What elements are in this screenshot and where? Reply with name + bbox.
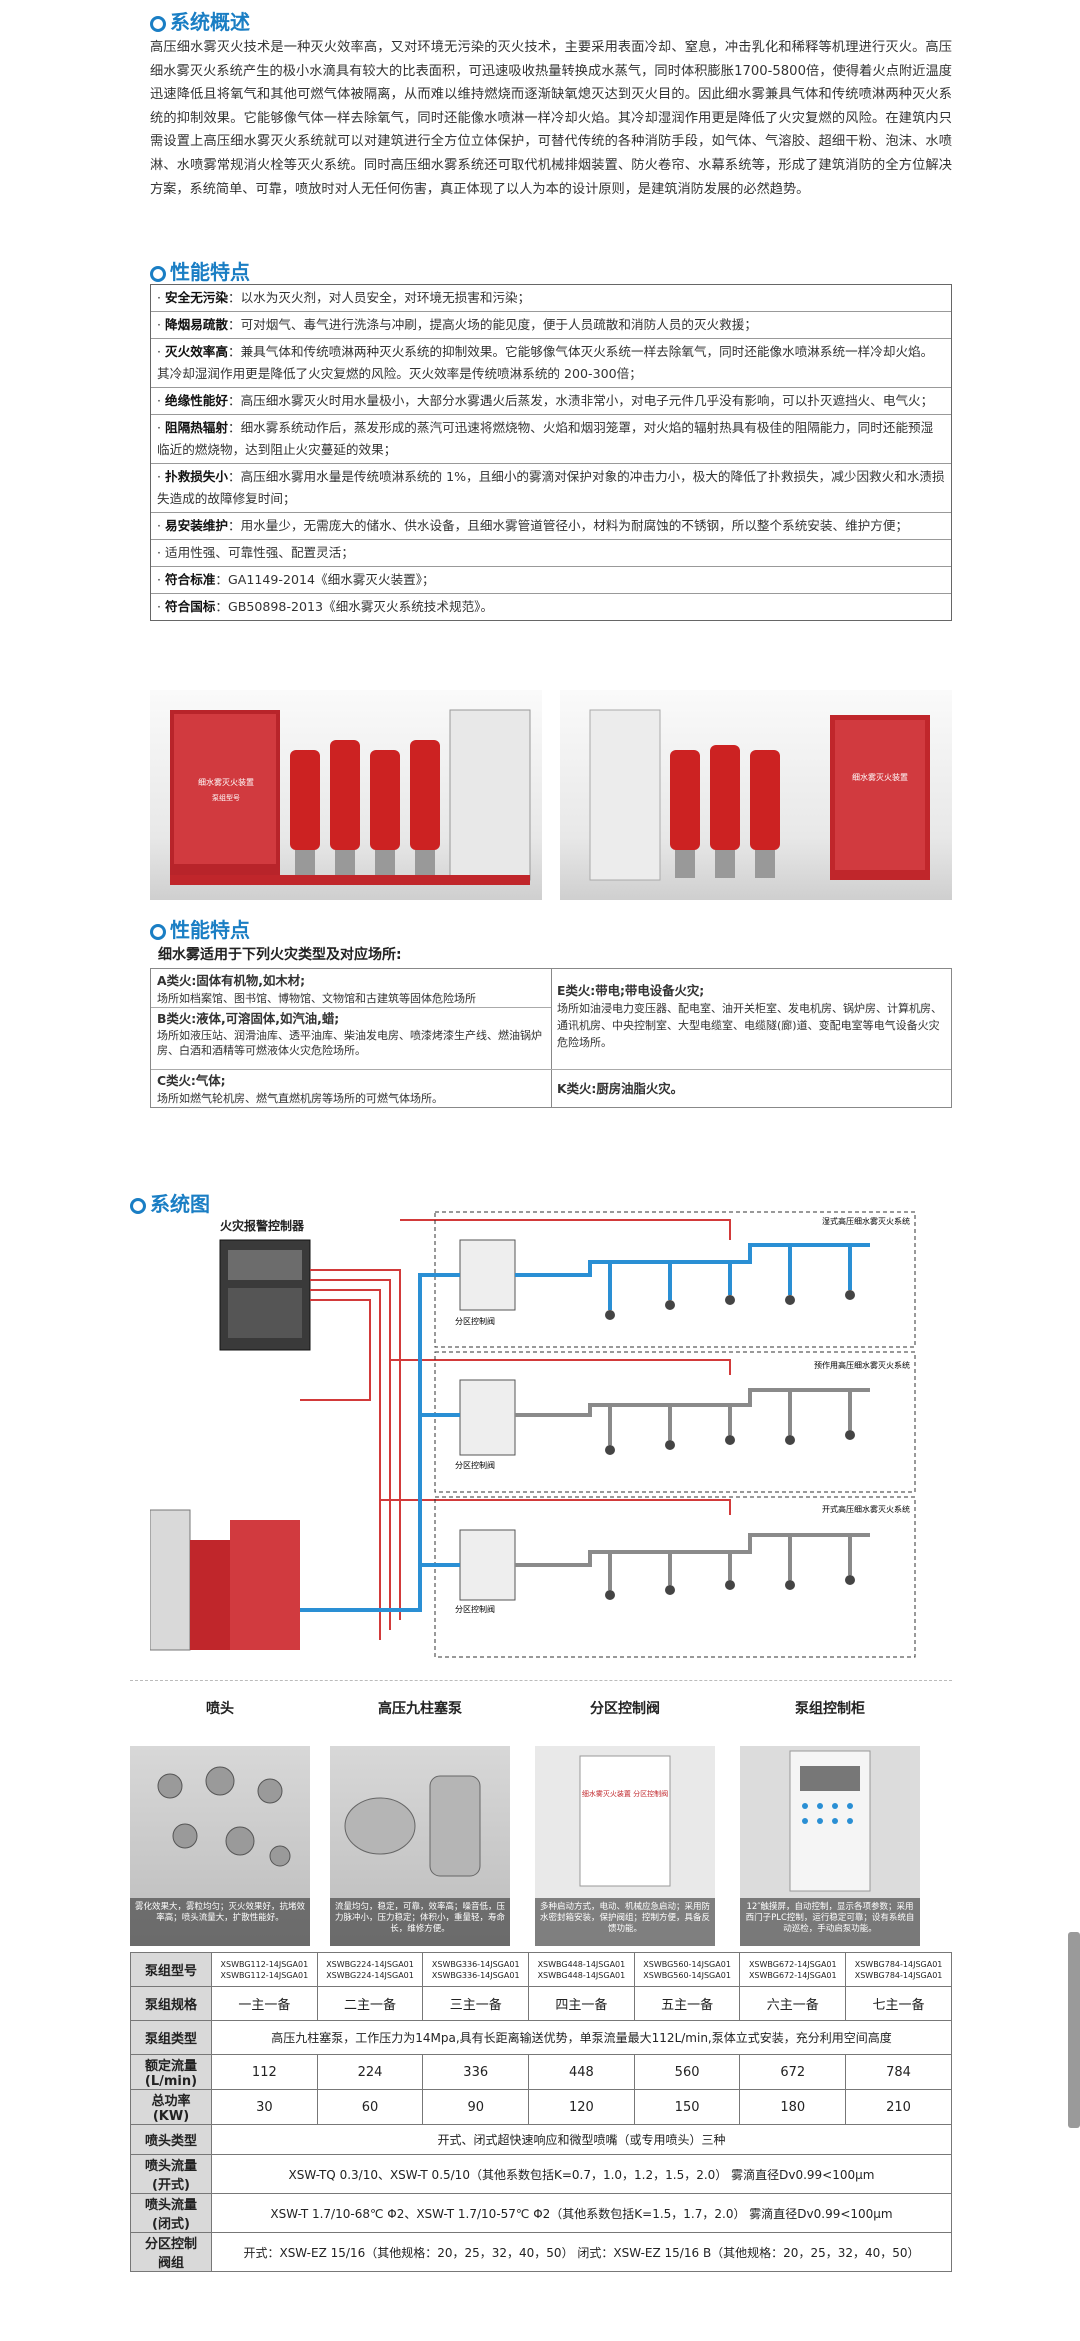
controller-label: 火灾报警控制器: [220, 1218, 305, 1233]
spec-row: 分区控制 阀组开式：XSW-EZ 15/16（其他规格：20，25，32，40，…: [130, 2232, 952, 2272]
feature-row: · 适用性强、可靠性强、配置灵活；: [151, 540, 951, 567]
equipment-photo-right: 细水雾灭火装置: [560, 690, 952, 900]
feature-row: · 符合国标：GB50898-2013《细水雾灭火系统技术规范》。: [157, 599, 494, 614]
section-title-system-diagram: 系统图: [130, 1188, 210, 1217]
spec-row: 喷头流量 (闭式)XSW-T 1.7/10-68℃ Φ2、XSW-T 1.7/1…: [130, 2193, 952, 2233]
feature-row: · 易安装维护：用水量少，无需庞大的储水、供水设备，且细水雾管道管径小，材料为耐…: [151, 513, 951, 540]
zone-valve-box-text: 细水雾灭火装置 分区控制阀: [582, 1789, 668, 1798]
spec-row: 喷头流量 (开式)XSW-TQ 0.3/10、XSW-T 0.5/10（其他系数…: [130, 2154, 952, 2194]
pump-photo: 流量均匀，稳定，可靠，效率高；噪音低，压力脉冲小，压力稳定；体积小，重量轻，寿命…: [330, 1746, 510, 1946]
control-cabinet-photo: 12″触摸屏，自动控制，显示各项参数；采用西门子PLC控制，运行稳定可靠；设有系…: [740, 1746, 920, 1946]
section-title-features-2: 性能特点: [150, 914, 250, 943]
circle-icon: [150, 16, 166, 32]
feature-row: · 扑救损失小：高压细水雾用水量是传统喷淋系统的 1%，且细小的雾滴对保护对象的…: [151, 464, 951, 513]
product-nozzle: 喷头 雾化效果大，雾粒均匀；灭火效果好，抗堵效率高；喷头流量大，扩散性能好。: [130, 1698, 310, 1952]
system-label-preaction: 预作用高压细水雾灭火系统: [814, 1360, 910, 1370]
product-pump: 高压九柱塞泵 流量均匀，稳定，可靠，效率高；噪音低，压力脉冲小，压力稳定；体积小…: [330, 1698, 510, 1952]
product-control-cabinet: 泵组控制柜 12″触摸屏，自动控制，显示各项参数；采用西门子PLC控制，运行稳定…: [740, 1698, 920, 1952]
feature-row: · 绝缘性能好：高压细水雾灭火时用水量极小，大部分水雾遇火后蒸发，水渍非常小，对…: [151, 388, 951, 415]
feature-row: · 安全无污染：以水为灭火剂，对人员安全，对环境无损害和污染；: [151, 285, 951, 312]
spec-row: 泵组类型高压九柱塞泵，工作压力为14Mpa,具有长距离输送优势，单泵流量最大11…: [130, 2020, 952, 2055]
feature-row: · 灭火效率高：兼具气体和传统喷淋两种灭火系统的抑制效果。它能够像气体灭火系统一…: [151, 339, 951, 388]
fire-class-e: E类火:带电;带电设备火灾; 场所如油浸电力变压器、配电室、油开关柜室、发电机房…: [557, 983, 942, 1049]
product-zone-valve: 分区控制阀 细水雾灭火装置 分区控制阀 多种启动方式，电动、机械应急启动；采用防…: [535, 1698, 715, 1952]
section-title-features: 性能特点: [150, 256, 250, 285]
equipment-photo-left: 细水雾灭火装置 泵组型号: [150, 690, 542, 900]
spec-row: 泵组规格一主一备二主一备三主一备四主一备五主一备六主一备七主一备: [130, 1986, 952, 2021]
feature-row: · 阻隔热辐射：细水雾系统动作后，蒸发形成的蒸汽可迅速将燃烧物、火焰和烟羽笼罩，…: [151, 415, 951, 464]
system-label-open: 开式高压细水雾灭火系统: [822, 1504, 910, 1514]
feature-row: · 降烟易疏散：可对烟气、毒气进行洗涤与冲刷，提高火场的能见度，便于人员疏散和消…: [151, 312, 951, 339]
box-label: 细水雾灭火装置: [852, 772, 908, 782]
fire-class-c: C类火:气体; 场所如燃气轮机房、燃气直燃机房等场所的可燃气体场所。: [157, 1073, 443, 1105]
fire-types-table: A类火:固体有机物,如木材; 场所如档案馆、图书馆、博物馆、文物馆和古建筑等固体…: [150, 968, 952, 1108]
equipment-photos: 细水雾灭火装置 泵组型号 细水雾灭火装置: [150, 690, 952, 900]
circle-icon: [150, 266, 166, 282]
zone-valve-label-3: 分区控制阀: [455, 1604, 495, 1614]
features-table: · 安全无污染：以水为灭火剂，对人员安全，对环境无损害和污染；· 降烟易疏散：可…: [150, 284, 952, 621]
circle-icon: [130, 1198, 146, 1214]
fire-class-b: B类火:液体,可溶固体,如汽油,蜡; 场所如液压站、润滑油库、透平油库、柴油发电…: [157, 1011, 542, 1057]
fire-class-k: K类火:厨房油脂火灾。: [557, 1081, 684, 1096]
zone-valve-label-1: 分区控制阀: [455, 1316, 495, 1326]
section-title-overview: 系统概述: [150, 6, 250, 35]
system-label-wet: 湿式高压细水雾灭火系统: [822, 1216, 910, 1226]
box-label-1: 细水雾灭火装置: [198, 777, 254, 787]
pump-unit-illustration-2: 细水雾灭火装置: [589, 709, 930, 881]
zone-valve-label-2: 分区控制阀: [455, 1460, 495, 1470]
system-diagram: 火灾报警控制器 湿式高压细水雾灭火系统 预作用高压细水雾灭火系统 开式高压细水雾…: [149, 1200, 952, 1670]
fire-types-heading: 细水雾适用于下列火灾类型及对应场所:: [158, 947, 402, 963]
pump-unit-illustration: 细水雾灭火装置 泵组型号: [170, 709, 531, 885]
box-label-2: 泵组型号: [212, 793, 240, 802]
system-diagram-svg: 火灾报警控制器 湿式高压细水雾灭火系统 预作用高压细水雾灭火系统 开式高压细水雾…: [149, 1211, 916, 1658]
feature-row: · 符合标准：GA1149-2014《细水雾灭火装置》；: [151, 567, 951, 594]
zone-valve-photo: 细水雾灭火装置 分区控制阀 多种启动方式，电动、机械应急启动；采用防水密封箱安装…: [535, 1746, 715, 1946]
fire-class-a: A类火:固体有机物,如木材; 场所如档案馆、图书馆、博物馆、文物馆和古建筑等固体…: [157, 973, 476, 1005]
overview-paragraph: 高压细水雾灭火技术是一种灭火效率高，又对环境无污染的灭火技术，主要采用表面冷却、…: [150, 40, 952, 197]
scrollbar[interactable]: [1068, 1932, 1080, 2128]
spec-row: 喷头类型开式、闭式超快速响应和微型喷嘴（或专用喷头）三种: [130, 2124, 952, 2155]
circle-icon: [150, 924, 166, 940]
nozzle-photo: 雾化效果大，雾粒均匀；灭火效果好，抗堵效率高；喷头流量大，扩散性能好。: [130, 1746, 310, 1946]
